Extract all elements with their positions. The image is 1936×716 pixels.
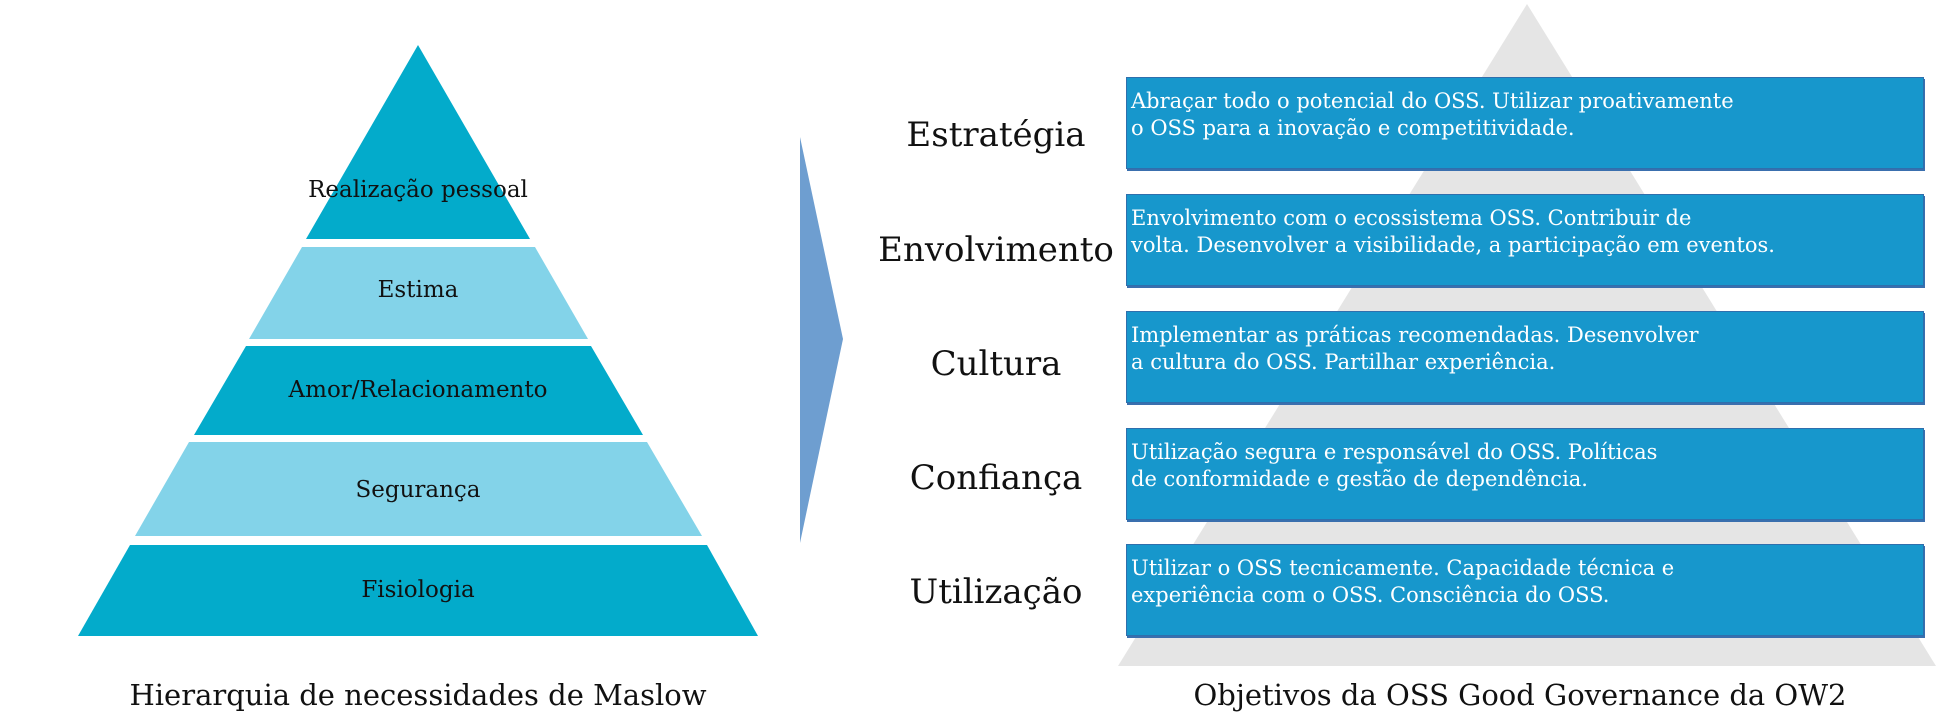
maslow-band-label: Estima <box>377 277 459 303</box>
ow2-level-label: Estratégia <box>906 115 1086 155</box>
maslow-band-label: Segurança <box>355 477 481 503</box>
ow2-goal-box: Utilizar o OSS tecnicamente. Capacidade … <box>1126 544 1924 636</box>
ow2-goal-description: Utilizar o OSS tecnicamente. Capacidade … <box>1131 556 1675 607</box>
ow2-goal-description: Utilização segura e responsável do OSS. … <box>1131 440 1658 491</box>
ow2-goal-description: Implementar as práticas recomendadas. De… <box>1131 323 1699 374</box>
ow2-level-label: Envolvimento <box>878 230 1114 270</box>
maslow-band-label: Fisiologia <box>361 577 475 603</box>
chevron-right-arrow-icon <box>800 137 843 543</box>
ow2-level-label: Cultura <box>930 344 1062 384</box>
ow2-level-label: Confiança <box>909 458 1083 498</box>
maslow-band-2 <box>249 247 588 339</box>
maslow-band-1 <box>306 45 530 239</box>
ow2-goal-box: Abraçar todo o potencial do OSS. Utiliza… <box>1126 77 1924 169</box>
maslow-band-3 <box>194 346 643 435</box>
ow2-goal-box: Implementar as práticas recomendadas. De… <box>1126 311 1924 403</box>
maslow-band-label: Amor/Relacionamento <box>288 377 548 403</box>
maslow-band-4 <box>135 442 702 536</box>
maslow-band-label: Realização pessoal <box>308 177 528 203</box>
ow2-level-label: Utilização <box>909 572 1083 612</box>
maslow-caption: Hierarquia de necessidades de Maslow <box>129 678 707 712</box>
ow2-caption: Objetivos da OSS Good Governance da OW2 <box>1193 678 1847 712</box>
ow2-goal-box: Utilização segura e responsável do OSS. … <box>1126 428 1924 520</box>
ow2-goal-description: Abraçar todo o potencial do OSS. Utiliza… <box>1131 89 1734 140</box>
ow2-goal-box: Envolvimento com o ecossistema OSS. Cont… <box>1126 194 1924 286</box>
maslow-band-5 <box>78 545 758 636</box>
ow2-goal-description: Envolvimento com o ecossistema OSS. Cont… <box>1131 206 1775 257</box>
